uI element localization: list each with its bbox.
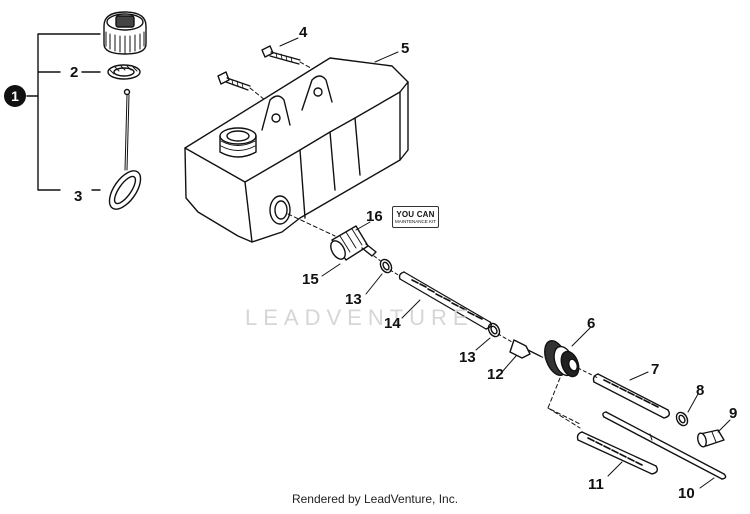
leader-lines [279, 37, 731, 489]
tank-rod-part [602, 411, 727, 480]
callout-2: 2 [70, 64, 79, 81]
fuel-line-part [398, 271, 493, 330]
callout-11: 11 [588, 476, 604, 493]
callout-14: 14 [384, 315, 401, 332]
render-credit: Rendered by LeadVenture, Inc. [291, 492, 459, 506]
fuel-line-lower-part [576, 431, 659, 475]
fuel-tank-part [184, 57, 409, 243]
callout-10: 10 [678, 485, 695, 502]
callout-16: 16 [366, 208, 383, 225]
callout-6: 6 [587, 315, 596, 332]
assembly-badge: 1 [4, 85, 26, 107]
assembly-bracket [26, 33, 101, 191]
maintenance-kit-logo: YOU CAN MAINTENANCE KIT [392, 206, 439, 228]
fuel-cap-part [103, 11, 147, 55]
kit-logo-line1: YOU CAN [396, 209, 435, 219]
tank-grommet-part [544, 340, 599, 379]
hose-clamp-part [675, 411, 689, 427]
callout-13-upper: 13 [345, 291, 362, 308]
fuel-fitting-part [330, 225, 383, 263]
callout-8: 8 [696, 382, 705, 399]
callout-7: 7 [651, 361, 660, 378]
o-ring-parts [379, 258, 513, 343]
watermark-text: LEADVENTURE [245, 305, 474, 330]
callout-3: 3 [74, 188, 83, 205]
callout-5: 5 [401, 40, 410, 57]
callout-9: 9 [729, 405, 738, 422]
callout-12: 12 [487, 366, 504, 383]
kit-logo-line2: MAINTENANCE KIT [394, 218, 436, 224]
callout-15: 15 [302, 271, 319, 288]
callout-13-lower: 13 [459, 349, 476, 366]
strainer-tether-part [108, 88, 142, 210]
callout-4: 4 [299, 24, 308, 41]
routing-lines [547, 377, 581, 429]
gasket-part [107, 64, 141, 80]
fuel-line-upper-part [592, 373, 671, 419]
fuel-fitting-end-part [697, 429, 725, 448]
